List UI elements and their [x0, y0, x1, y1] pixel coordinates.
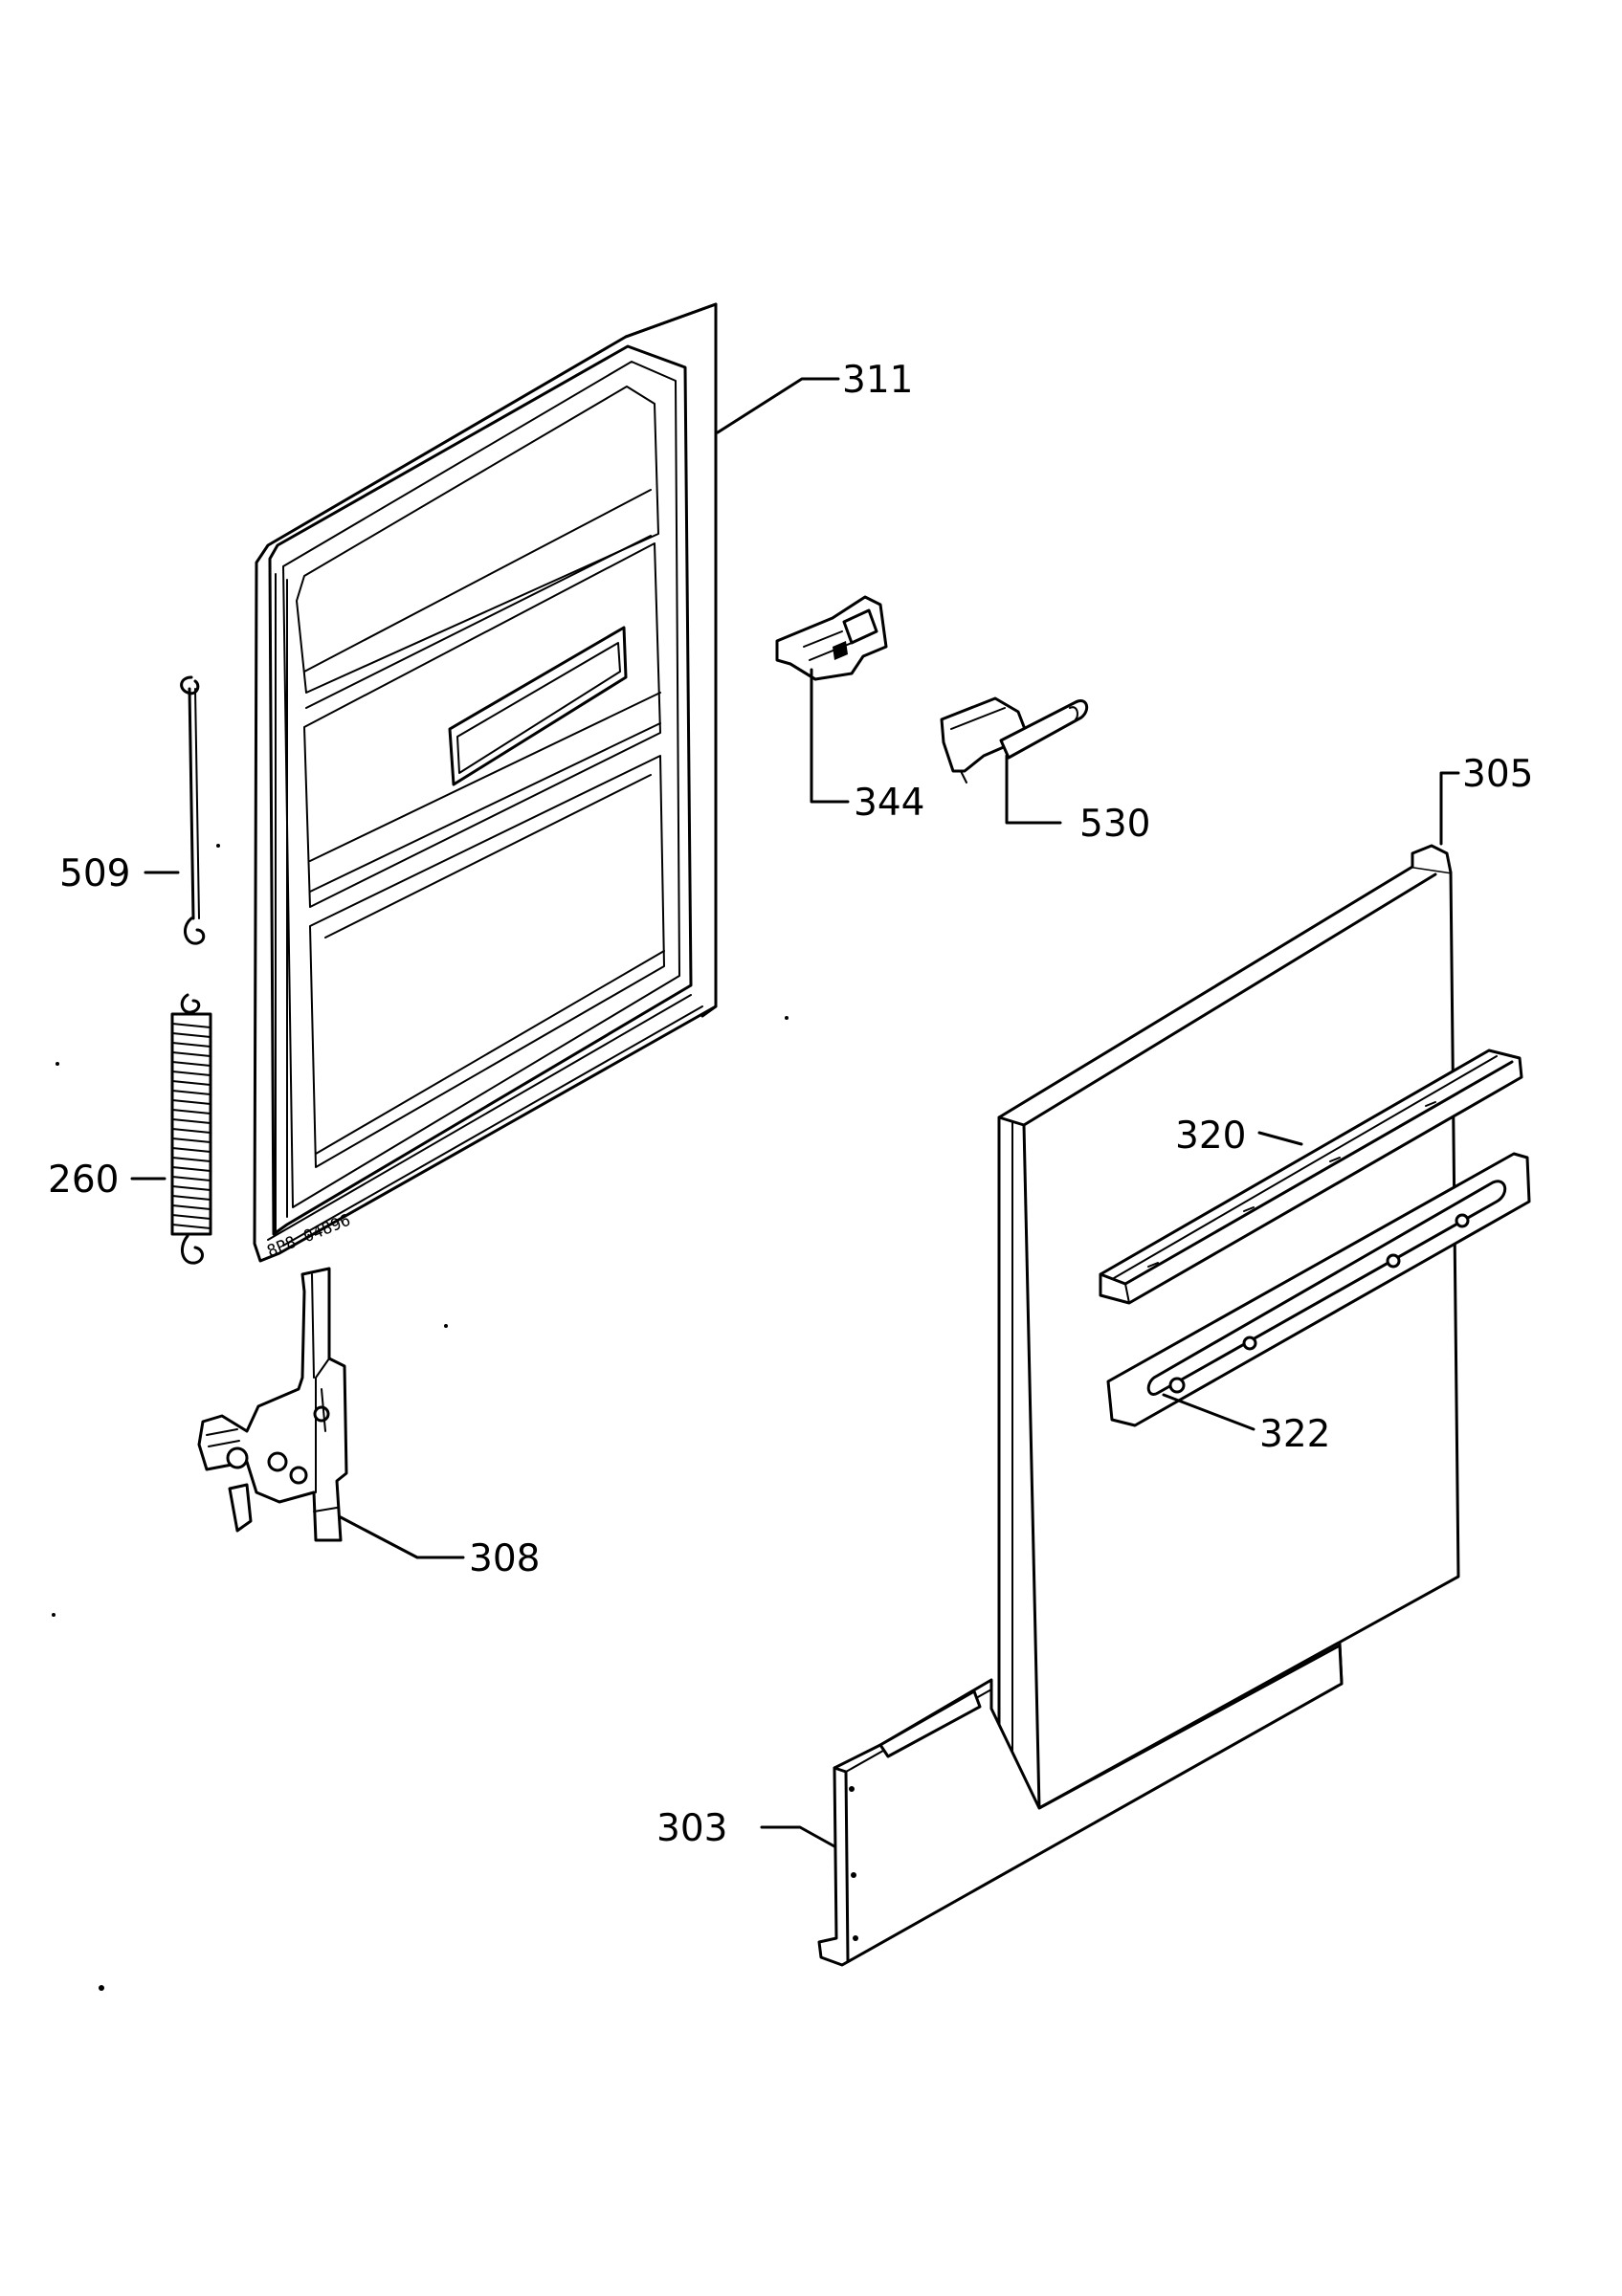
callout-530: 530: [1079, 803, 1150, 846]
callout-305: 305: [1462, 753, 1533, 796]
callout-320: 320: [1175, 1115, 1246, 1158]
callout-labels: 311 344 530 305 509 260 320 322 308 303: [48, 359, 1533, 1850]
callout-303: 303: [656, 1807, 727, 1850]
door-handle-530: [940, 696, 1089, 784]
callout-322: 322: [1259, 1413, 1330, 1456]
leader-lines: [130, 377, 1460, 1848]
callout-509: 509: [59, 852, 130, 895]
callout-260: 260: [48, 1159, 119, 1202]
latch-clip-344: [775, 595, 888, 681]
hinge-assembly-308: [197, 1267, 348, 1542]
trim-strip-320: [1099, 1049, 1523, 1305]
inner-door-panel-311: [253, 302, 718, 1263]
callout-344: 344: [854, 782, 924, 825]
kick-plate-303: [817, 1644, 1344, 1967]
handle-bar-322: [1106, 1152, 1531, 1427]
scan-specks: [52, 844, 789, 1991]
callout-311: 311: [842, 359, 913, 402]
callout-308: 308: [469, 1537, 540, 1580]
hook-rod-509: [180, 675, 206, 945]
tension-spring-260: [170, 993, 212, 1265]
